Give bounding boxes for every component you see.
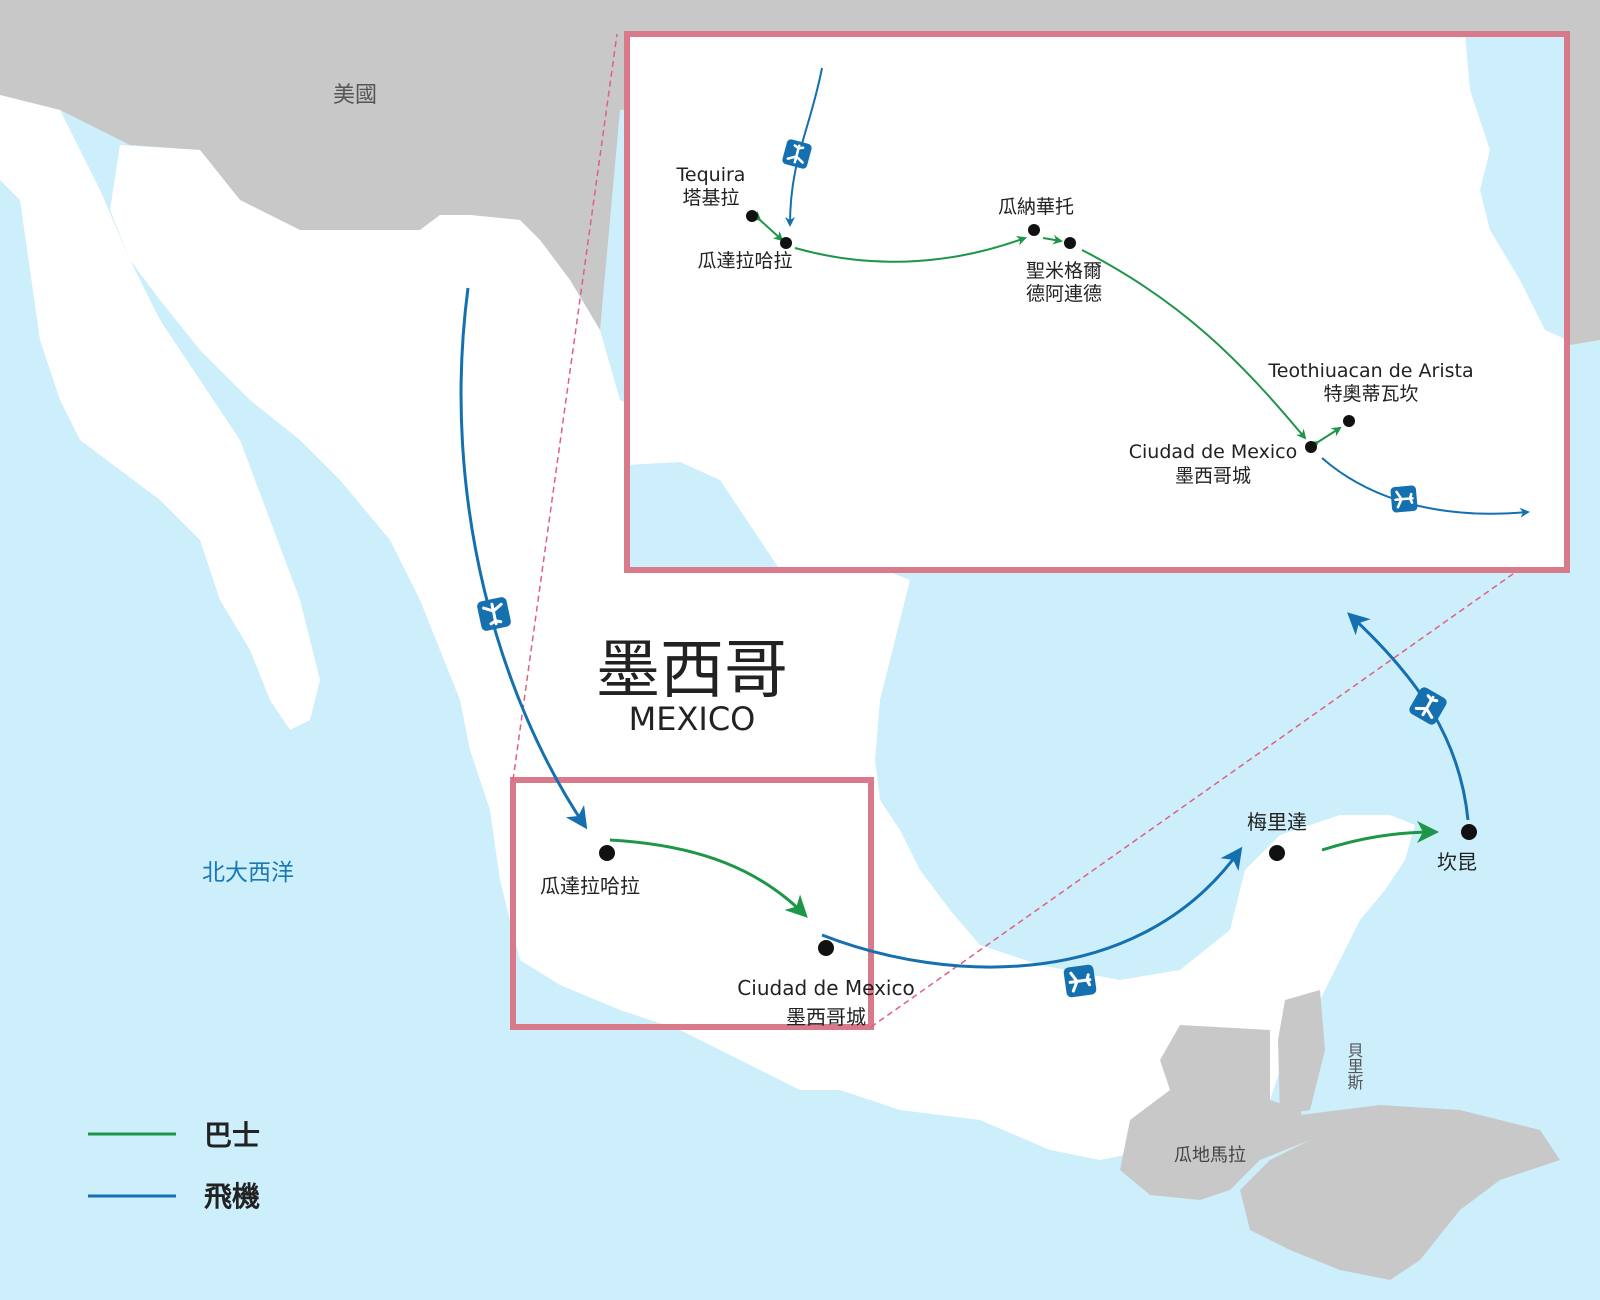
inset-label-tequila-zh: 塔基拉 [682, 187, 739, 209]
guatemala-land [1120, 1025, 1310, 1200]
city-dot-icon [818, 940, 834, 956]
city-dot-icon [1269, 845, 1285, 861]
route-plane-mexico-city-to-merida [821, 846, 1243, 969]
airplane-icon [1388, 483, 1420, 515]
label-guatemala: 瓜地馬拉 [1174, 1145, 1246, 1166]
inset-route-bus-guadalajara-guanajuato [794, 236, 1027, 263]
inset-route-bus-guanajuato-sanmiguel [1042, 234, 1063, 245]
baja-california [0, 95, 320, 730]
legend-plane-label: 飛機 [204, 1180, 260, 1213]
inset-connector-top [512, 33, 618, 781]
city-dot-icon [780, 237, 792, 249]
inset-label-tequila-en: Tequira [676, 164, 746, 186]
highlight-frame [510, 777, 874, 1030]
label-belize: 貝里斯 [1345, 1042, 1364, 1091]
airplane-icon [1061, 962, 1099, 1000]
inset-label-san-miguel-1: 聖米格爾 [1026, 260, 1102, 282]
inset-route-bus-mexicocity-teotihuacan [1308, 426, 1342, 451]
city-dot-icon [1305, 441, 1317, 453]
route-bus-guadalajara-to-mexico-city [609, 838, 808, 918]
country-title-en: MEXICO [629, 700, 756, 738]
belize-land [1278, 990, 1325, 1115]
inset-water-southwest [627, 462, 780, 570]
inset-map: Tequira 塔基拉 瓜達拉哈拉 瓜納華托 聖米格爾 德阿連德 Teothiu… [624, 31, 1570, 573]
country-title-zh: 墨西哥 [596, 634, 788, 708]
city-dot-icon [599, 845, 615, 861]
city-dot-icon [1461, 824, 1477, 840]
inset-label-teotihuacan-en: Teothiuacan de Arista [1267, 360, 1473, 382]
inset-label-mexico-city-zh: 墨西哥城 [1175, 465, 1251, 487]
inset-label-guadalajara: 瓜達拉哈拉 [697, 250, 792, 272]
inset-water-east [1465, 34, 1567, 340]
inset-label-mexico-city-en: Ciudad de Mexico [1129, 441, 1298, 463]
airplane-icon [1406, 684, 1450, 728]
inset-route-bus-sanmiguel-mexicocity [1081, 249, 1307, 440]
city-dot-icon [1343, 415, 1355, 427]
city-dot-icon [1028, 224, 1040, 236]
label-merida: 梅里達 [1247, 810, 1307, 834]
mexico-land [110, 145, 1415, 1160]
inset-label-guanajuato: 瓜納華托 [998, 196, 1074, 218]
label-usa: 美國 [333, 83, 377, 108]
inset-label-teotihuacan-zh: 特奧蒂瓦坎 [1323, 383, 1418, 405]
inset-frame [624, 31, 1570, 573]
label-mexico-city-en: Ciudad de Mexico [737, 976, 914, 1000]
legend-bus-label: 巴士 [204, 1119, 260, 1152]
honduras-land [1240, 1105, 1560, 1280]
route-bus-merida-to-cancun [1321, 821, 1439, 852]
label-guadalajara: 瓜達拉哈拉 [540, 874, 640, 898]
label-ocean: 北大西洋 [202, 860, 294, 886]
route-plane-north-to-guadalajara [459, 287, 588, 830]
label-mexico-city-zh: 墨西哥城 [786, 1005, 866, 1029]
inset-connector-bottom [870, 556, 1538, 1028]
label-cancun: 坎昆 [1437, 850, 1477, 874]
route-plane-cancun-departure [1347, 612, 1470, 821]
legend: 巴士 飛機 [88, 1119, 260, 1213]
city-dot-icon [746, 210, 758, 222]
airplane-icon [474, 594, 514, 634]
city-dot-icon [1064, 237, 1076, 249]
inset-route-bus-tequila-guadalajara [750, 210, 784, 242]
inset-label-san-miguel-2: 德阿連德 [1026, 283, 1102, 305]
